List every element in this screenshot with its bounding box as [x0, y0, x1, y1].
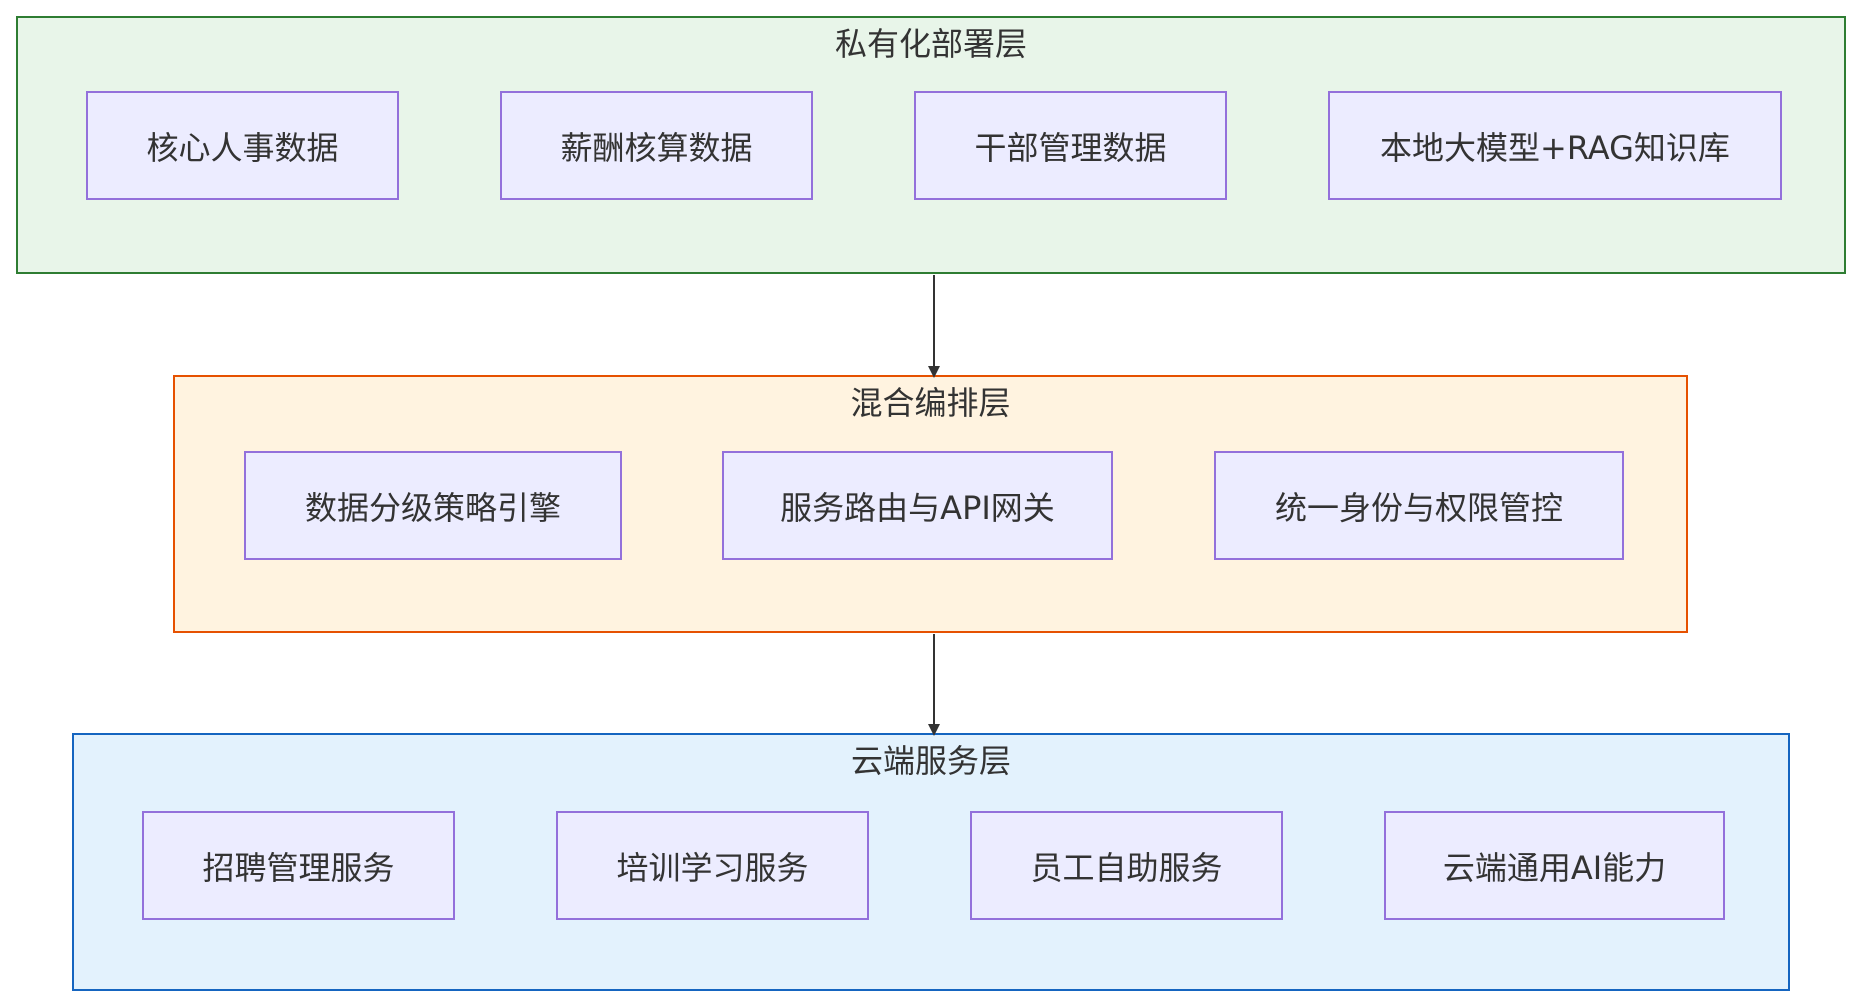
node-identity-permission-control: 统一身份与权限管控 — [1214, 451, 1624, 560]
node-training-service: 培训学习服务 — [556, 811, 869, 920]
node-payroll-data: 薪酬核算数据 — [500, 91, 813, 200]
layer-title-private: 私有化部署层 — [834, 25, 1027, 63]
node-service-routing-api-gateway: 服务路由与API网关 — [722, 451, 1113, 560]
node-data-classification-engine: 数据分级策略引擎 — [244, 451, 622, 560]
layer-title-hybrid: 混合编排层 — [850, 384, 1011, 422]
node-recruitment-service: 招聘管理服务 — [142, 811, 455, 920]
node-cloud-general-ai: 云端通用AI能力 — [1384, 811, 1725, 920]
node-cadre-management-data: 干部管理数据 — [914, 91, 1227, 200]
node-local-llm-rag: 本地大模型+RAG知识库 — [1328, 91, 1782, 200]
node-core-hr-data: 核心人事数据 — [86, 91, 399, 200]
layer-title-cloud: 云端服务层 — [850, 742, 1011, 780]
node-employee-self-service: 员工自助服务 — [970, 811, 1283, 920]
